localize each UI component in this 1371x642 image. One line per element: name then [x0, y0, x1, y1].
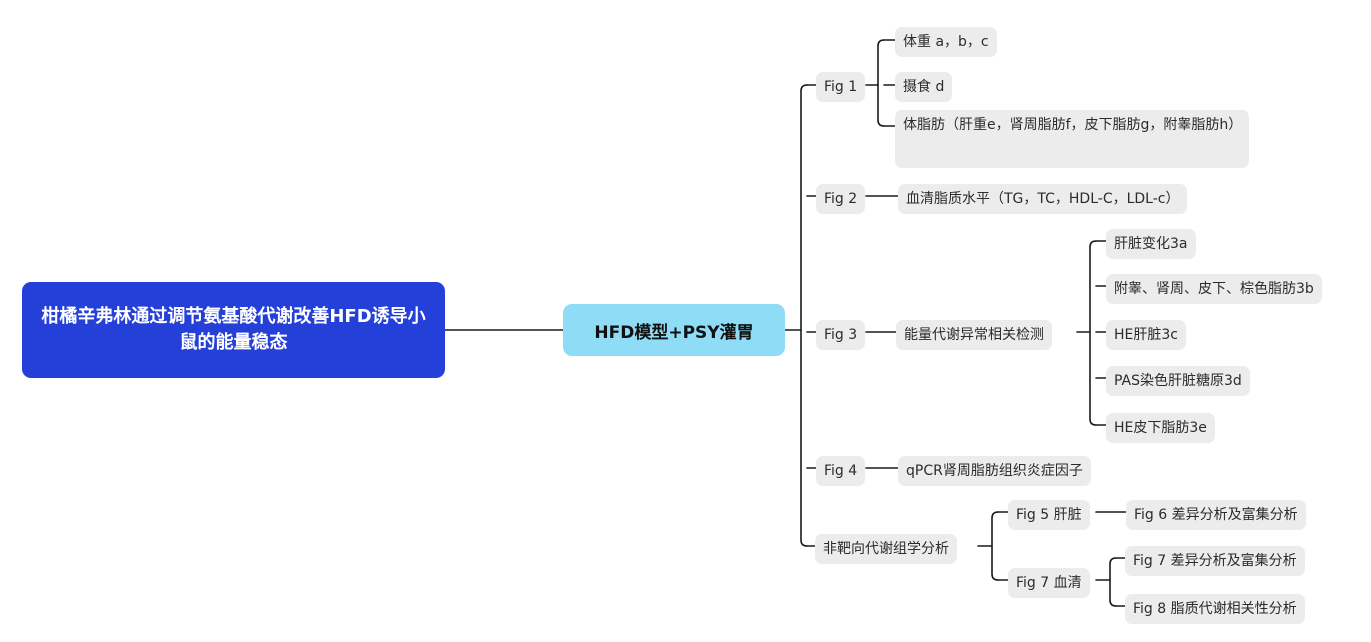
connector-line — [800, 84, 808, 547]
metabolomics-node[interactable]: 非靶向代谢组学分析 — [815, 534, 957, 564]
fig3-child-energy[interactable]: 能量代谢异常相关检测 — [896, 320, 1052, 350]
fig1-node[interactable]: Fig 1 — [816, 72, 866, 102]
fig8-node[interactable]: Fig 8 脂质代谢相关性分析 — [1125, 594, 1305, 624]
root-topic[interactable]: 柑橘辛弗林通过调节氨基酸代谢改善HFD诱导小鼠的能量稳态 — [22, 282, 445, 378]
hub-topic[interactable]: HFD模型+PSY灌胃 — [563, 304, 785, 356]
fig6-node[interactable]: Fig 6 差异分析及富集分析 — [1126, 500, 1306, 530]
fig5-liver-node[interactable]: Fig 5 肝脏 — [1008, 500, 1090, 530]
fig1-child-fat[interactable]: 体脂肪（肝重e，肾周脂肪f，皮下脂肪g，附睾脂肪h） — [895, 110, 1249, 168]
fig3-node[interactable]: Fig 3 — [816, 320, 866, 350]
fig1-child-food[interactable]: 摄食 d — [895, 72, 953, 102]
connector-line — [1089, 240, 1097, 426]
fig3-grandchild-liver[interactable]: 肝脏变化3a — [1106, 229, 1196, 259]
fig3-grandchild-pas[interactable]: PAS染色肝脏糖原3d — [1106, 366, 1250, 396]
connector-line — [1109, 557, 1117, 607]
connector-line — [877, 39, 885, 127]
fig2-node[interactable]: Fig 2 — [816, 184, 866, 214]
connector-line — [991, 511, 999, 581]
fig3-grandchild-he-fat[interactable]: HE皮下脂肪3e — [1106, 413, 1215, 443]
fig3-grandchild-fat[interactable]: 附睾、肾周、皮下、棕色脂肪3b — [1106, 274, 1322, 304]
fig4-child-qpcr[interactable]: qPCR肾周脂肪组织炎症因子 — [898, 456, 1091, 486]
fig4-node[interactable]: Fig 4 — [816, 456, 866, 486]
fig1-child-weight[interactable]: 体重 a，b，c — [895, 27, 997, 57]
fig2-child-lipid[interactable]: 血清脂质水平（TG，TC，HDL-C，LDL-c） — [898, 184, 1188, 214]
fig7-analysis-node[interactable]: Fig 7 差异分析及富集分析 — [1125, 546, 1305, 576]
fig7-serum-node[interactable]: Fig 7 血清 — [1008, 568, 1090, 598]
fig3-grandchild-he-liver[interactable]: HE肝脏3c — [1106, 320, 1186, 350]
